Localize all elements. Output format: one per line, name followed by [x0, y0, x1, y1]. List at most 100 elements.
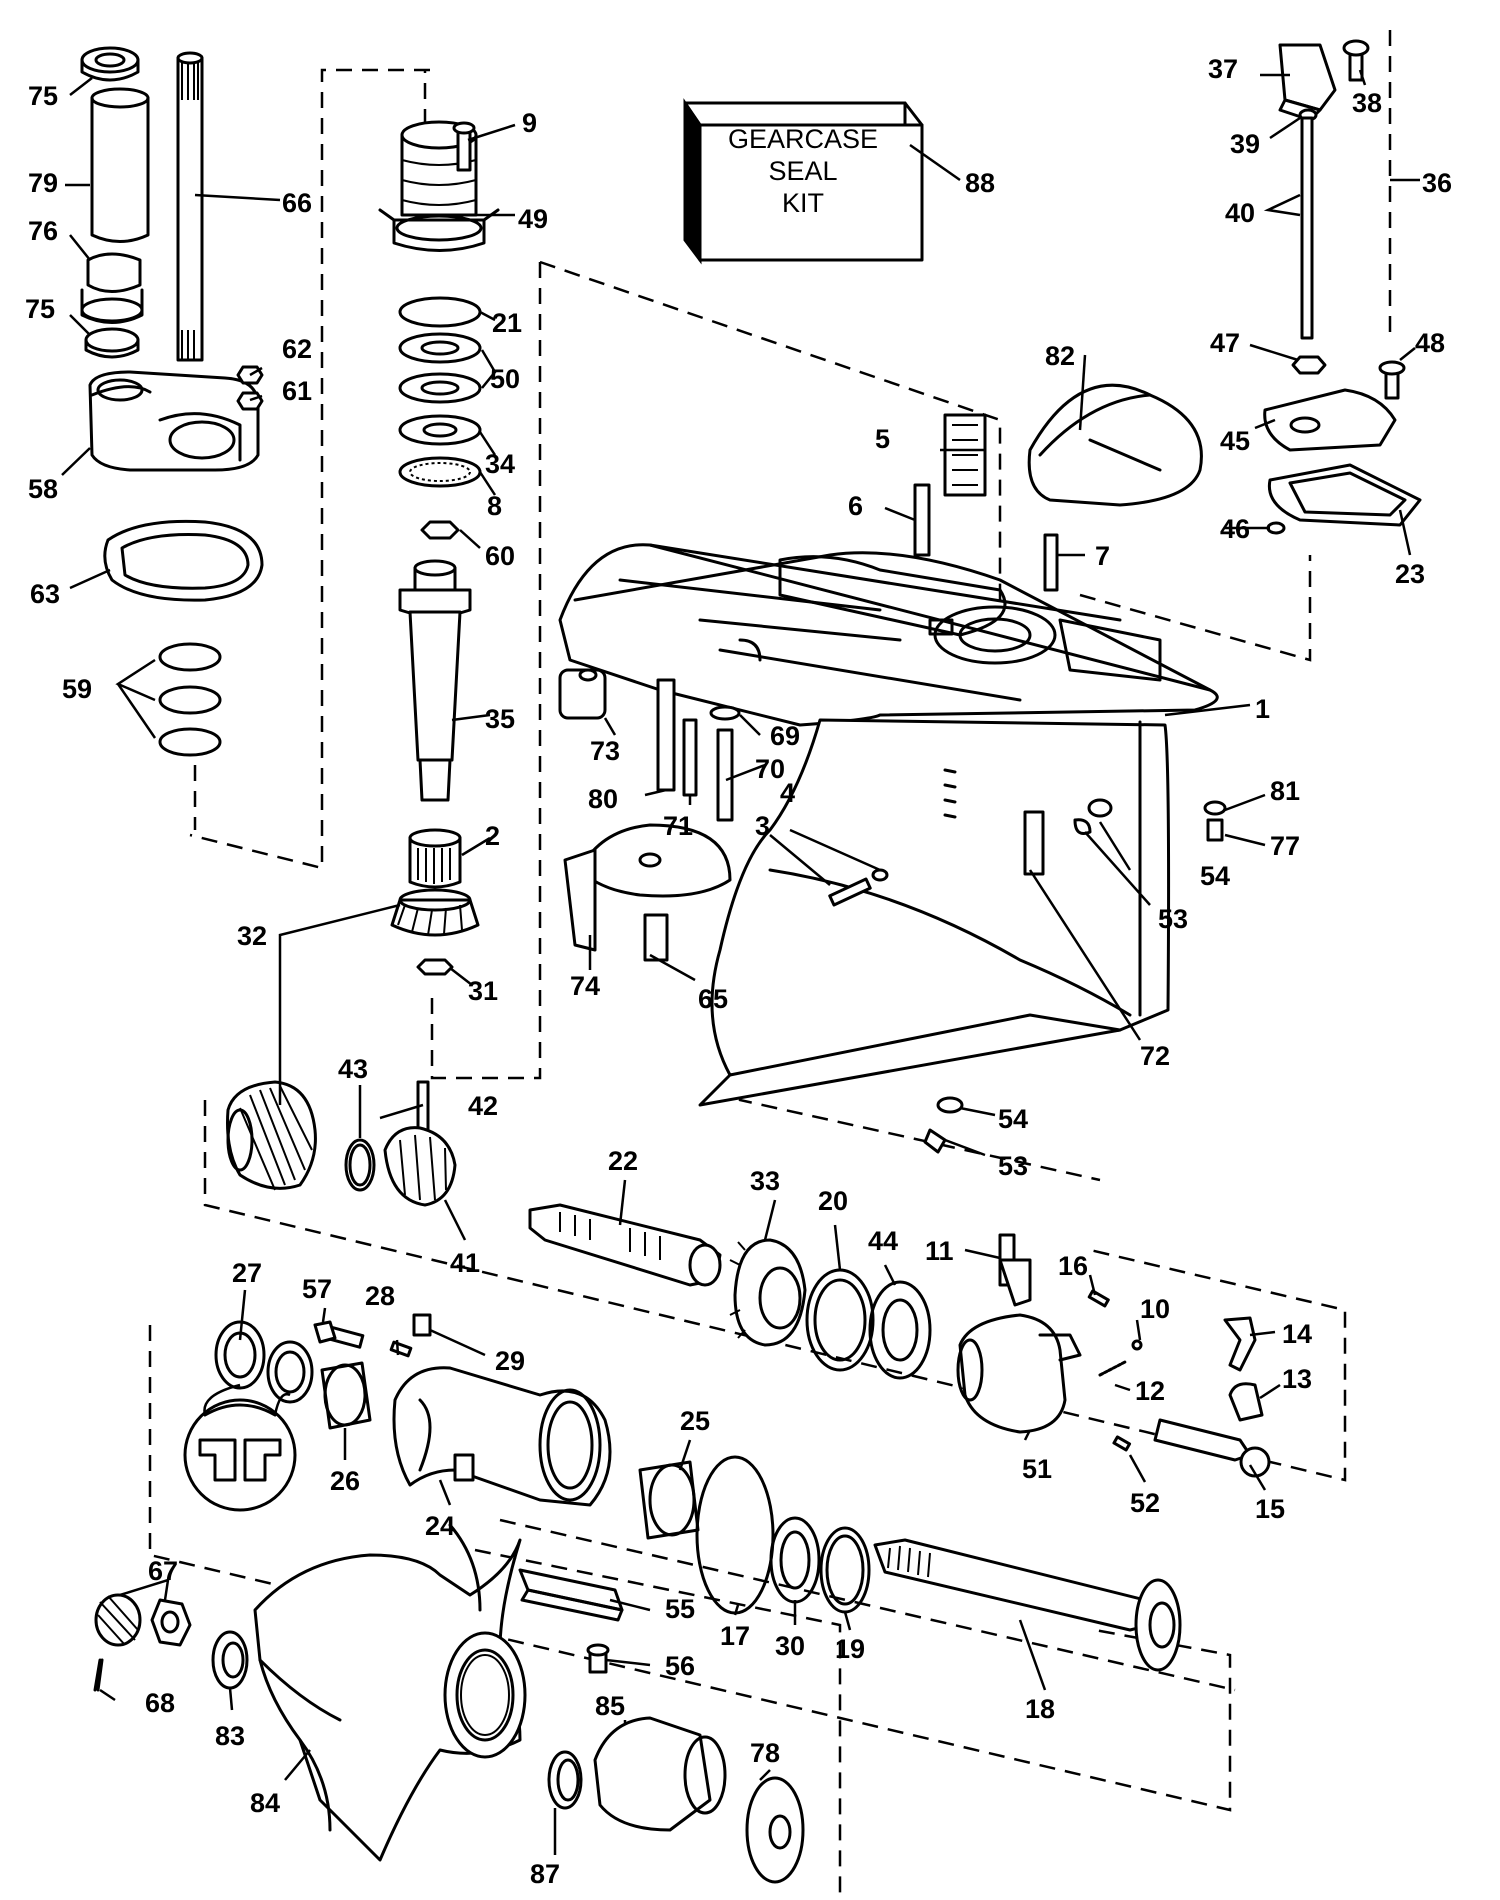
callout-28: 28 — [365, 1281, 395, 1311]
callout-25: 25 — [680, 1406, 710, 1436]
callout-11: 11 — [925, 1236, 954, 1266]
callout-51: 51 — [1022, 1454, 1052, 1484]
callout-4: 4 — [780, 778, 795, 808]
callout-24: 24 — [425, 1511, 455, 1541]
callout-3: 3 — [755, 811, 770, 841]
callout-43: 43 — [338, 1054, 368, 1084]
part-callouts: 1 2 3 4 5 6 7 8 9 10 11 12 13 14 15 16 1… — [25, 54, 1452, 1889]
leader-lines — [61, 69, 1420, 1855]
callout-32: 32 — [237, 921, 267, 951]
callout-81: 81 — [1270, 776, 1300, 806]
gearcase-housing — [558, 383, 1227, 1154]
callout-69: 69 — [770, 721, 800, 751]
group-boundaries — [148, 30, 1392, 1900]
callout-57: 57 — [302, 1274, 332, 1304]
callout-36: 36 — [1422, 168, 1452, 198]
callout-21: 21 — [492, 308, 522, 338]
callout-22: 22 — [608, 1146, 638, 1176]
callout-52: 52 — [1130, 1488, 1160, 1518]
callout-19: 19 — [835, 1634, 865, 1664]
callout-78: 78 — [750, 1738, 780, 1768]
pinion-group — [378, 120, 500, 976]
callout-13: 13 — [1282, 1364, 1312, 1394]
callout-70: 70 — [755, 754, 785, 784]
callout-30: 30 — [775, 1631, 805, 1661]
callout-59: 59 — [62, 674, 92, 704]
driveshaft-group — [80, 46, 264, 757]
kit-label-line1: GEARCASE — [728, 124, 878, 154]
callout-76: 76 — [28, 216, 58, 246]
callout-82: 82 — [1045, 341, 1075, 371]
callout-55: 55 — [665, 1594, 695, 1624]
callout-80: 80 — [588, 784, 618, 814]
callout-38: 38 — [1352, 88, 1382, 118]
callout-39: 39 — [1230, 129, 1260, 159]
callout-44: 44 — [868, 1226, 898, 1256]
callout-85: 85 — [595, 1691, 625, 1721]
callout-27: 27 — [232, 1258, 262, 1288]
callout-33: 33 — [750, 1166, 780, 1196]
callout-6: 6 — [848, 491, 863, 521]
callout-75-top: 75 — [28, 81, 58, 111]
kit-label-line3: KIT — [782, 188, 824, 218]
callout-37: 37 — [1208, 54, 1238, 84]
callout-10: 10 — [1140, 1294, 1170, 1324]
callout-29: 29 — [495, 1346, 525, 1376]
callout-46: 46 — [1220, 514, 1250, 544]
callout-7: 7 — [1095, 541, 1110, 571]
callout-75-lower: 75 — [25, 294, 55, 324]
callout-16: 16 — [1058, 1251, 1088, 1281]
callout-73: 73 — [590, 736, 620, 766]
callout-18: 18 — [1025, 1694, 1055, 1724]
callout-58: 58 — [28, 474, 58, 504]
callout-56: 56 — [665, 1651, 695, 1681]
callout-14: 14 — [1282, 1319, 1312, 1349]
callout-72: 72 — [1140, 1041, 1170, 1071]
callout-61: 61 — [282, 376, 312, 406]
callout-9: 9 — [522, 108, 537, 138]
callout-17: 17 — [720, 1621, 750, 1651]
callout-54-lower: 54 — [998, 1104, 1028, 1134]
callout-1: 1 — [1255, 694, 1270, 724]
callout-84: 84 — [250, 1788, 280, 1818]
callout-31: 31 — [468, 976, 498, 1006]
callout-74: 74 — [570, 971, 600, 1001]
callout-66: 66 — [282, 188, 312, 218]
callout-68: 68 — [145, 1688, 175, 1718]
callout-71: 71 — [663, 811, 693, 841]
callout-41: 41 — [450, 1248, 480, 1278]
callout-40: 40 — [1225, 198, 1255, 228]
callout-20: 20 — [818, 1186, 848, 1216]
callout-50: 50 — [490, 364, 520, 394]
callout-42: 42 — [468, 1091, 498, 1121]
callout-53-upper: 53 — [1158, 904, 1188, 934]
callout-23: 23 — [1395, 559, 1425, 589]
propshaft-group — [183, 1080, 1271, 1674]
callout-26: 26 — [330, 1466, 360, 1496]
gearcase-seal-kit-box: GEARCASE SEAL KIT — [683, 98, 924, 265]
callout-88: 88 — [965, 168, 995, 198]
callout-47: 47 — [1210, 328, 1240, 358]
callout-45: 45 — [1220, 426, 1250, 456]
callout-35: 35 — [485, 704, 515, 734]
callout-62: 62 — [282, 334, 312, 364]
callout-65: 65 — [698, 984, 728, 1014]
callout-53-lower: 53 — [998, 1151, 1028, 1181]
callout-12: 12 — [1135, 1376, 1165, 1406]
callout-15: 15 — [1255, 1494, 1285, 1524]
callout-83: 83 — [215, 1721, 245, 1751]
callout-49: 49 — [518, 204, 548, 234]
callout-79: 79 — [28, 168, 58, 198]
propeller-group — [93, 1523, 805, 1884]
shift-rod-group — [1263, 39, 1422, 535]
callout-60: 60 — [485, 541, 515, 571]
callout-5: 5 — [875, 424, 890, 454]
callout-87: 87 — [530, 1859, 560, 1889]
callout-63: 63 — [30, 579, 60, 609]
callout-2: 2 — [485, 821, 500, 851]
kit-label-line2: SEAL — [768, 156, 837, 186]
callout-48: 48 — [1415, 328, 1445, 358]
callout-77: 77 — [1270, 831, 1300, 861]
callout-34: 34 — [485, 449, 515, 479]
